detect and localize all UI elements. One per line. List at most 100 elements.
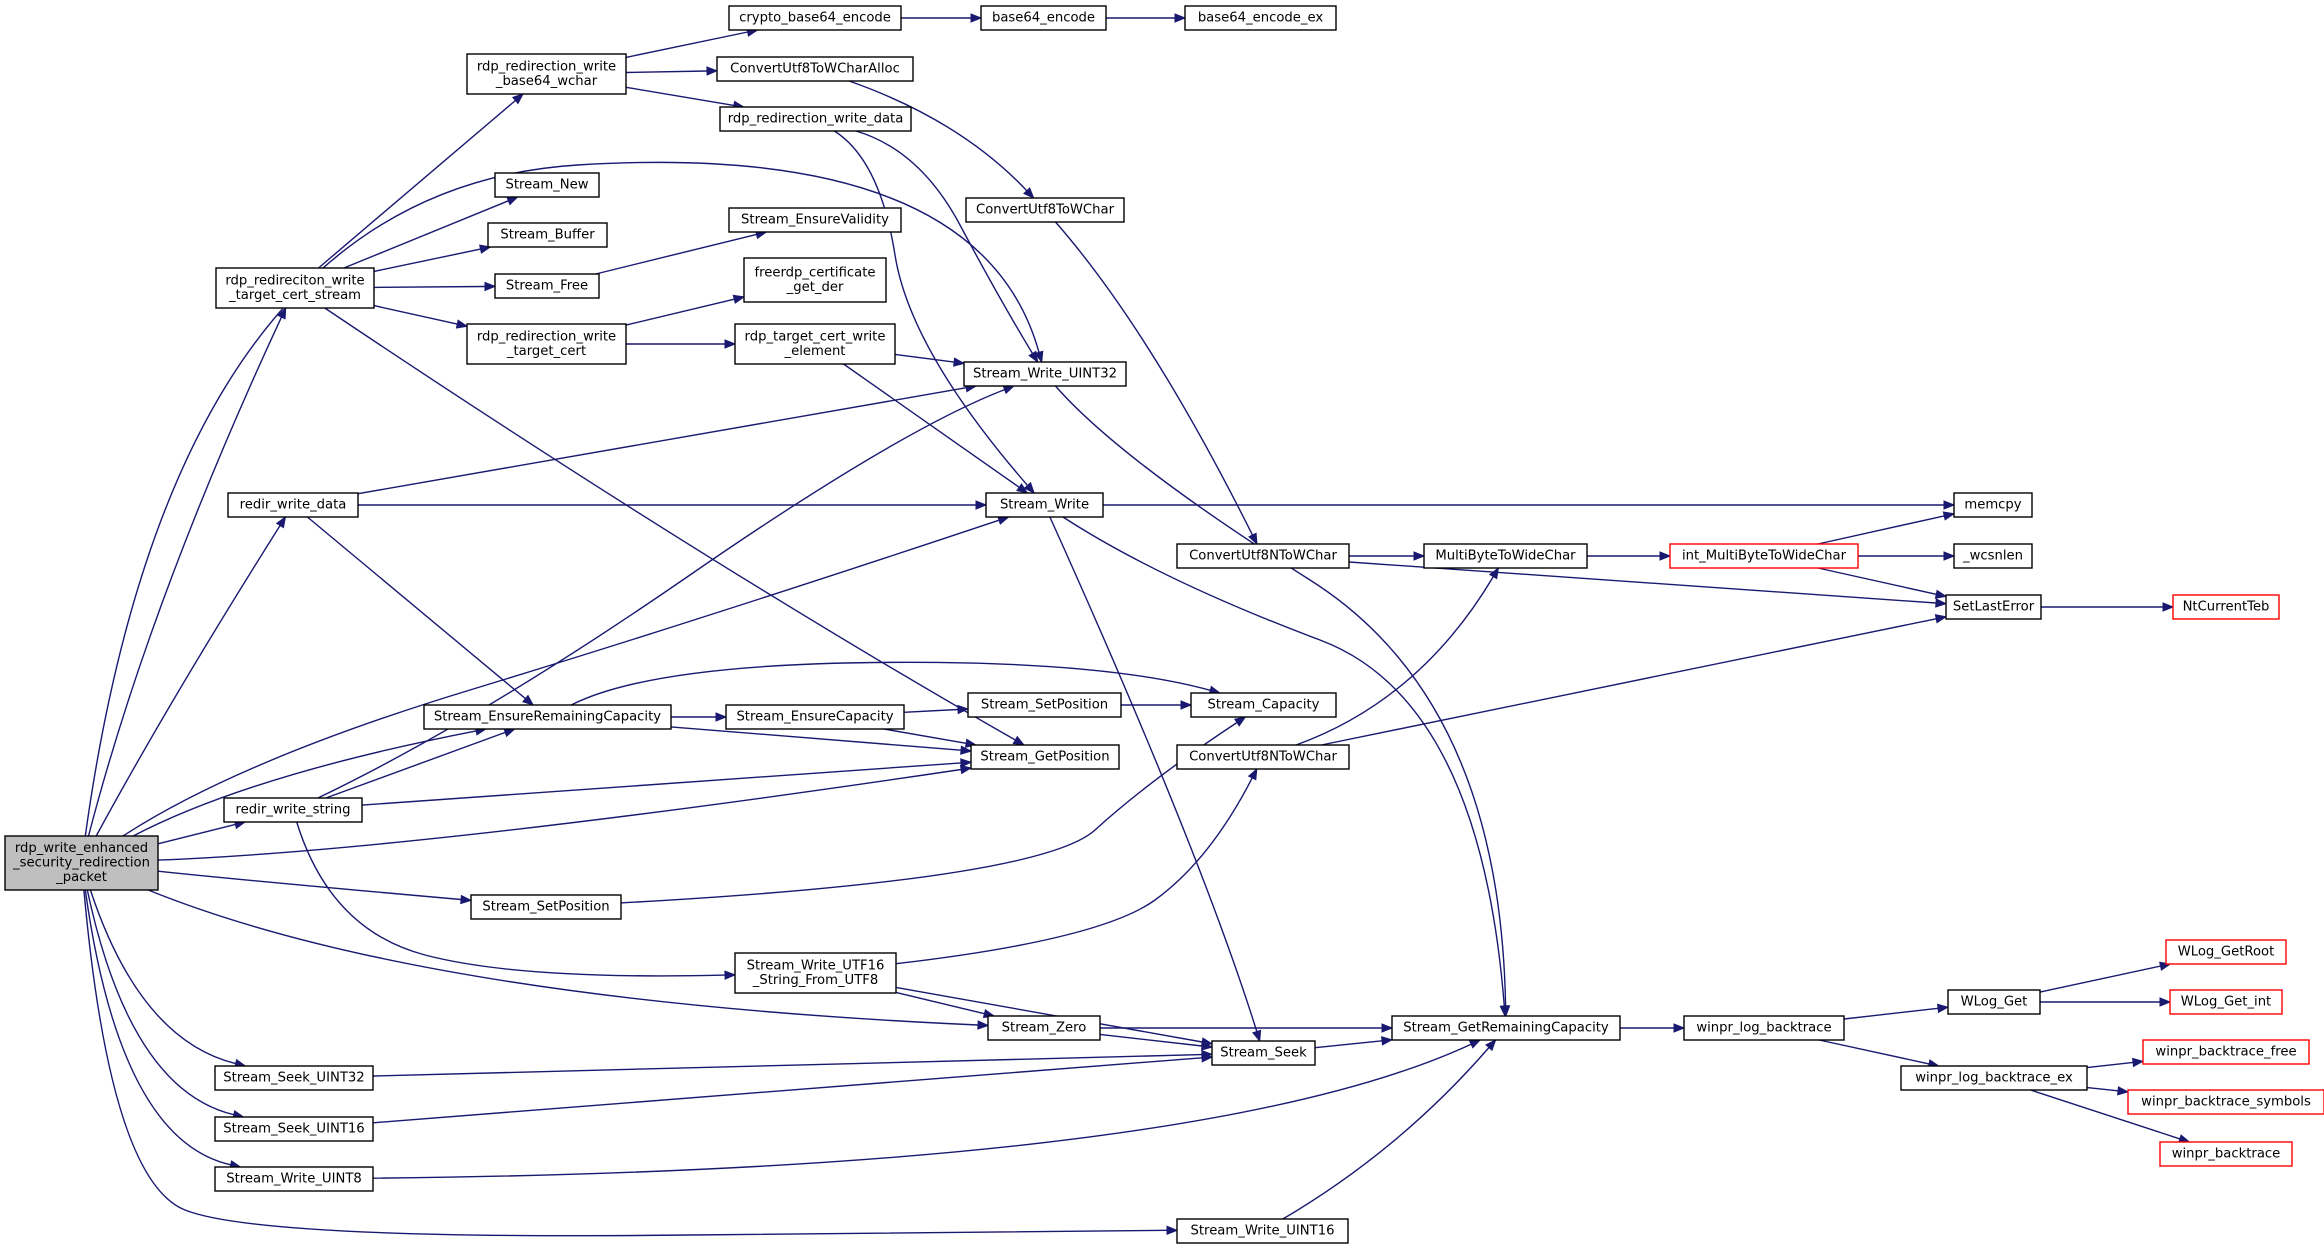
function-node-setlasterr[interactable]: SetLastError xyxy=(1945,594,2042,620)
function-node-scap[interactable]: Stream_Capacity xyxy=(1190,692,1337,718)
node-box xyxy=(1669,543,1859,569)
function-node-sseeku32[interactable]: Stream_Seek_UINT32 xyxy=(214,1065,374,1091)
function-node-btfree[interactable]: winpr_backtrace_free xyxy=(2142,1039,2310,1065)
call-edge-wlogbt-to-wlogget xyxy=(1843,1003,1950,1020)
node-box xyxy=(1953,543,2033,569)
function-node-rwtc[interactable]: rdp_redirection_write_target_cert xyxy=(466,323,627,365)
node-box xyxy=(1176,744,1350,770)
arrowhead-icon xyxy=(2132,1057,2145,1068)
function-node-b64wchar[interactable]: rdp_redirection_write_base64_wchar xyxy=(466,53,627,95)
function-node-sgrc[interactable]: Stream_GetRemainingCapacity xyxy=(1391,1015,1621,1041)
function-node-bt[interactable]: winpr_backtrace xyxy=(2159,1141,2293,1167)
function-node-wlogbt[interactable]: winpr_log_backtrace xyxy=(1683,1015,1845,1041)
call-edge-swrite-to-sseek xyxy=(1049,516,1262,1043)
function-node-b64enc[interactable]: base64_encode xyxy=(980,5,1107,31)
arrowhead-icon xyxy=(1023,481,1035,495)
call-edge-wlogbt-to-wlogbtex xyxy=(1819,1039,1941,1069)
node-label: Stream_Zero xyxy=(1002,1021,1087,1036)
call-edge-cvtalloc-to-cvtwchar xyxy=(848,80,1035,199)
function-node-sfree[interactable]: Stream_Free xyxy=(494,273,600,299)
arrowhead-icon xyxy=(1937,1003,1950,1014)
node-label: _wcsnlen xyxy=(1962,549,2023,564)
edge-line xyxy=(343,200,509,269)
arrowhead-icon xyxy=(1023,187,1035,199)
node-box xyxy=(734,952,897,994)
node-label: rdp_redirection_write xyxy=(477,59,616,74)
arrowhead-icon xyxy=(1016,483,1029,494)
arrowhead-icon xyxy=(715,712,728,722)
arrowhead-icon xyxy=(1233,716,1247,727)
function-node-wlogbtex[interactable]: winpr_log_backtrace_ex xyxy=(1900,1065,2088,1091)
function-node-wloggetroot[interactable]: WLog_GetRoot xyxy=(2165,939,2287,965)
node-label: Stream_EnsureCapacity xyxy=(736,710,893,725)
arrowhead-icon xyxy=(1166,1225,1179,1236)
function-node-wcsnlen[interactable]: _wcsnlen xyxy=(1953,543,2033,569)
call-edge-cvt8n_a-to-setlasterr xyxy=(1348,561,1948,608)
node-label: Stream_Write_UINT16 xyxy=(1191,1224,1335,1239)
call-edge-rwd-to-swrite xyxy=(358,500,988,510)
arrowhead-icon xyxy=(511,93,525,105)
node-label: winpr_log_backtrace xyxy=(1696,1021,1831,1036)
function-node-cvt8n_a[interactable]: ConvertUtf8NToWChar xyxy=(1176,543,1350,569)
function-node-sseek[interactable]: Stream_Seek xyxy=(1211,1040,1316,1066)
node-label: _security_redirection xyxy=(12,856,150,871)
node-box xyxy=(487,222,608,248)
node-label: _String_From_UTF8 xyxy=(752,973,879,988)
arrowhead-icon xyxy=(1673,1023,1686,1033)
function-node-crypto_b64[interactable]: crypto_base64_encode xyxy=(728,5,902,31)
edge-line xyxy=(317,388,1005,799)
call-edge-wlogget-to-wloggetint xyxy=(2040,997,2172,1007)
function-node-cvtwchar[interactable]: ConvertUtf8ToWChar xyxy=(965,197,1125,223)
function-node-sseeku16[interactable]: Stream_Seek_UINT16 xyxy=(214,1116,374,1142)
function-node-swu32[interactable]: Stream_Write_UINT32 xyxy=(963,361,1127,387)
arrowhead-icon xyxy=(2162,602,2175,612)
function-node-snew[interactable]: Stream_New xyxy=(494,172,600,198)
edge-line xyxy=(2030,1089,2181,1140)
function-node-intmb2wc[interactable]: int_MultiByteToWideChar xyxy=(1669,543,1859,569)
function-node-memcpy[interactable]: memcpy xyxy=(1953,492,2033,518)
function-node-sensval[interactable]: Stream_EnsureValidity xyxy=(728,207,902,233)
function-node-swrite[interactable]: Stream_Write xyxy=(985,492,1104,518)
node-box xyxy=(980,5,1107,31)
function-node-sbuffer[interactable]: Stream_Buffer xyxy=(487,222,608,248)
edge-line xyxy=(1054,221,1254,536)
function-node-rws[interactable]: redir_write_string xyxy=(223,797,363,823)
function-node-wlogget[interactable]: WLog_Get xyxy=(1947,989,2041,1015)
function-node-cvtalloc[interactable]: ConvertUtf8ToWCharAlloc xyxy=(716,56,914,82)
node-box xyxy=(2165,939,2287,965)
node-box xyxy=(1947,989,2041,1015)
function-node-tcwe[interactable]: rdp_target_cert_write_element xyxy=(734,323,896,365)
node-box xyxy=(1423,543,1588,569)
function-node-szero[interactable]: Stream_Zero xyxy=(987,1015,1101,1041)
edge-line xyxy=(1819,1039,1930,1065)
arrowhead-icon xyxy=(1012,735,1026,746)
arrowhead-icon xyxy=(1468,1039,1482,1049)
function-node-cvt8n_b[interactable]: ConvertUtf8NToWChar xyxy=(1176,744,1350,770)
function-node-rwd[interactable]: redir_write_data xyxy=(227,492,359,518)
function-node-sgetpos[interactable]: Stream_GetPosition xyxy=(970,744,1120,770)
node-label: WLog_Get xyxy=(1961,995,2028,1010)
function-node-root[interactable]: rdp_write_enhanced_security_redirection_… xyxy=(4,835,159,891)
function-node-certder[interactable]: freerdp_certificate_get_der xyxy=(743,257,887,303)
edge-line xyxy=(625,298,735,326)
node-box xyxy=(725,704,905,730)
function-node-rwtcs[interactable]: rdp_redireciton_write_target_cert_stream xyxy=(215,267,375,309)
function-node-sensc[interactable]: Stream_EnsureCapacity xyxy=(725,704,905,730)
function-node-ssetpos_a[interactable]: Stream_SetPosition xyxy=(967,692,1122,718)
arrowhead-icon xyxy=(1934,614,1948,624)
edge-line xyxy=(1817,567,1937,595)
function-node-swu8[interactable]: Stream_Write_UINT8 xyxy=(214,1166,374,1192)
function-node-b64encex[interactable]: base64_encode_ex xyxy=(1184,5,1337,31)
function-node-swu16[interactable]: Stream_Write_UINT16 xyxy=(1176,1218,1349,1244)
node-label: redir_write_data xyxy=(240,498,347,513)
function-node-sw16utf8[interactable]: Stream_Write_UTF16_String_From_UTF8 xyxy=(734,952,897,994)
function-node-mb2wc[interactable]: MultiByteToWideChar xyxy=(1423,543,1588,569)
function-node-btsym[interactable]: winpr_backtrace_symbols xyxy=(2127,1089,2324,1115)
node-box xyxy=(1391,1015,1621,1041)
function-node-serc[interactable]: Stream_EnsureRemainingCapacity xyxy=(423,704,672,730)
node-label: Stream_Write_UINT8 xyxy=(226,1172,362,1187)
function-node-wloggetint[interactable]: WLog_Get_int xyxy=(2169,989,2283,1015)
function-node-ssetpos_b[interactable]: Stream_SetPosition xyxy=(470,894,622,920)
function-node-ntteb[interactable]: NtCurrentTeb xyxy=(2172,594,2280,620)
function-node-rwdata[interactable]: rdp_redirection_write_data xyxy=(719,106,912,132)
